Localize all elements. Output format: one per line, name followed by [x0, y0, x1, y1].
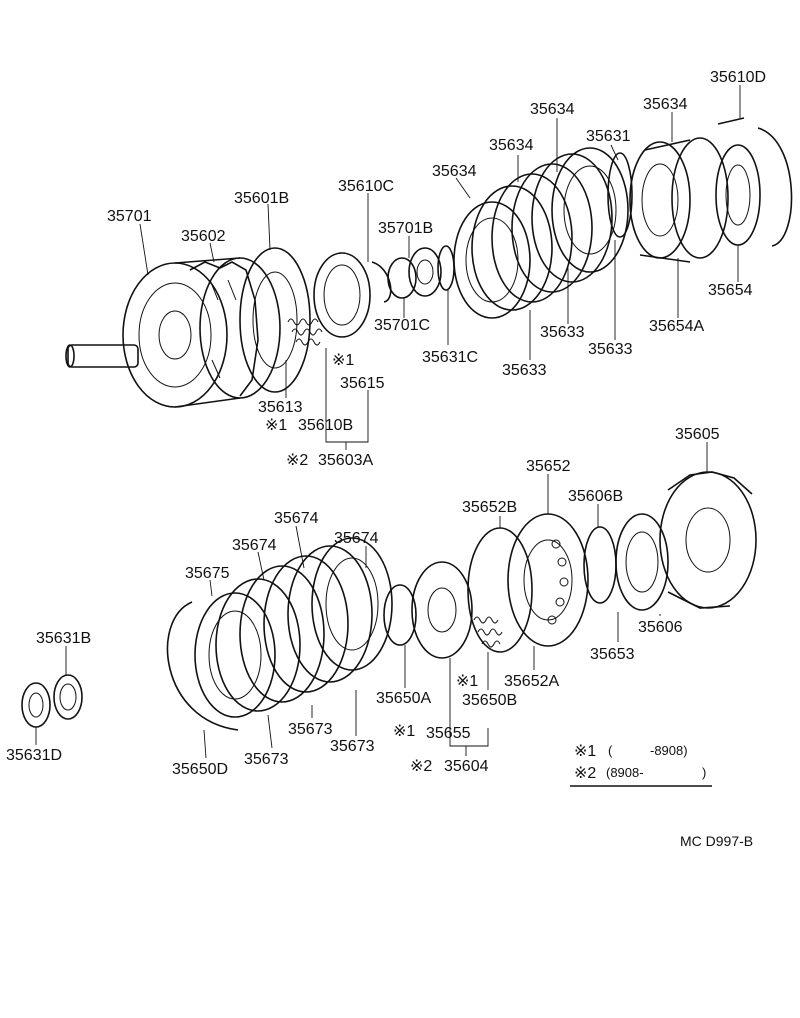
part-35602 [189, 261, 259, 397]
part-35673-35674-disc-stack [194, 537, 393, 718]
label-35605: 35605 [675, 426, 720, 443]
label-35601B: 35601B [234, 190, 289, 207]
label-note-1-35655: ※1 [393, 723, 415, 740]
label-35653: 35653 [590, 646, 635, 663]
part-35654 [715, 144, 761, 246]
label-35673-c: 35673 [244, 751, 289, 768]
part-35631B-bearing [53, 674, 83, 720]
figure-code: MC D997-B [680, 833, 753, 849]
label-35701: 35701 [107, 208, 152, 225]
label-35634-c: 35634 [489, 137, 534, 154]
label-35604: 35604 [444, 758, 489, 775]
part-35701B-bearing [387, 245, 455, 299]
legend-range-1-open: ( [608, 743, 613, 758]
label-35631: 35631 [586, 128, 631, 145]
label-35675: 35675 [185, 565, 230, 582]
label-35652: 35652 [526, 458, 571, 475]
label-35633-a: 35633 [540, 324, 585, 341]
label-35652B: 35652B [462, 499, 517, 516]
label-35650D: 35650D [172, 761, 228, 778]
legend-range-2-close: ) [702, 765, 706, 780]
part-35631 [607, 152, 633, 238]
part-35650B-springs [473, 616, 503, 648]
label-35603A: 35603A [318, 452, 373, 469]
label-35654: 35654 [708, 282, 753, 299]
label-35606: 35606 [638, 619, 683, 636]
label-note-1-35610B: ※1 [265, 417, 287, 434]
part-35652B [467, 527, 533, 653]
label-35650B: 35650B [462, 692, 517, 709]
label-35633-c: 35633 [502, 362, 547, 379]
label-35634-d: 35634 [432, 163, 477, 180]
lower-assembly [166, 471, 757, 731]
part-35652-piston [507, 513, 589, 647]
upper-assembly [65, 117, 793, 408]
part-labels: 35610D 35634 35634 35634 35631 35634 356… [6, 69, 766, 778]
part-35655 [411, 561, 473, 659]
label-35652A: 35652A [504, 673, 559, 690]
part-35610D [757, 127, 793, 247]
label-35634-a: 35634 [530, 101, 575, 118]
label-35654A: 35654A [649, 318, 704, 335]
legend-range-2-value: (8908- [606, 765, 644, 780]
part-35606-piston [615, 513, 669, 611]
legend-mark-2: ※2 [574, 765, 596, 782]
label-35674-b: 35674 [334, 530, 379, 547]
label-35674-a: 35674 [274, 510, 319, 527]
label-35606B: 35606B [568, 488, 623, 505]
label-35613: 35613 [258, 399, 303, 416]
part-35701-drum [65, 257, 281, 408]
leader-lines [35, 85, 741, 759]
date-range-legend: ※1 ( -8908) ※2 (8908- ) [570, 743, 712, 787]
part-35654A-hub [629, 137, 729, 263]
label-35634-b: 35634 [643, 96, 688, 113]
label-35673-a: 35673 [288, 721, 333, 738]
part-35610C [371, 261, 392, 303]
label-note-2-35603A: ※2 [286, 452, 308, 469]
part-35650A [383, 584, 417, 646]
label-35650A: 35650A [376, 690, 431, 707]
part-35631D-washer [21, 682, 51, 728]
label-35631B: 35631B [36, 630, 91, 647]
label-35633-b: 35633 [588, 341, 633, 358]
label-35701B: 35701B [378, 220, 433, 237]
label-35610D: 35610D [710, 69, 766, 86]
label-note-1-lower: ※1 [456, 673, 478, 690]
label-35631C: 35631C [422, 349, 478, 366]
label-35655: 35655 [426, 725, 471, 742]
part-35601B [239, 247, 311, 393]
part-35633-35634-disc-stack [453, 147, 629, 319]
label-35610B: 35610B [298, 417, 353, 434]
label-35602: 35602 [181, 228, 226, 245]
part-35615 [313, 252, 371, 338]
label-note-1-upper: ※1 [332, 352, 354, 369]
label-35610C: 35610C [338, 178, 394, 195]
legend-range-1-value: -8908) [650, 743, 688, 758]
label-35631D: 35631D [6, 747, 62, 764]
label-35673-b: 35673 [330, 738, 375, 755]
label-35615: 35615 [340, 375, 385, 392]
label-note-2-35604: ※2 [410, 758, 432, 775]
legend-mark-1: ※1 [574, 743, 596, 760]
part-35606B [583, 526, 617, 604]
part-35605-housing [659, 471, 757, 609]
label-35674-c: 35674 [232, 537, 277, 554]
label-35701C: 35701C [374, 317, 430, 334]
part-35613-springs [287, 318, 323, 346]
part-35650D [166, 601, 239, 731]
